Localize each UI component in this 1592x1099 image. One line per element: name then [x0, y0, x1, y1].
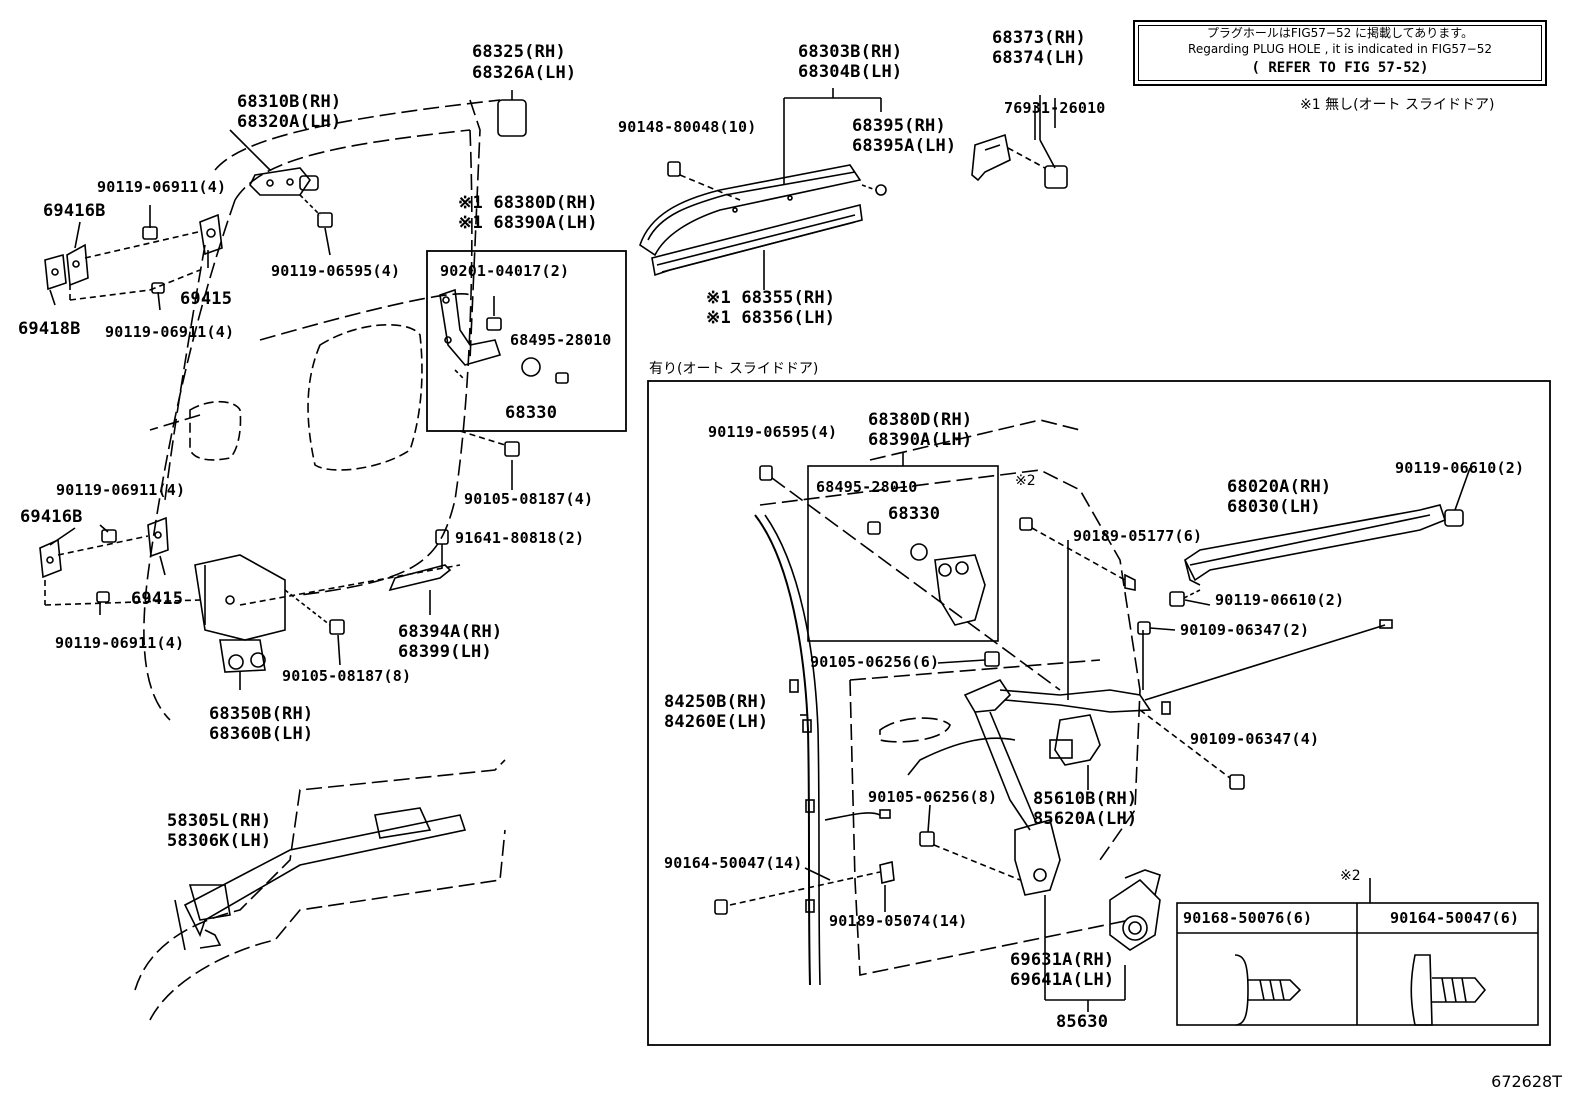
- label-68030[interactable]: 68030(LH): [1227, 497, 1321, 517]
- label-76931-26010[interactable]: 76931-26010: [1004, 99, 1106, 117]
- refer-note-english: Regarding PLUG HOLE , it is indicated in…: [1188, 42, 1492, 56]
- label-68390a-top[interactable]: ※1 68390A(LH): [458, 213, 598, 233]
- label-91641-80818[interactable]: 91641-80818(2): [455, 529, 585, 547]
- cable-68394: [388, 564, 452, 592]
- label-68310b[interactable]: 68310B(RH): [237, 92, 342, 112]
- motor-85630: [1044, 765, 1161, 1012]
- label-68355[interactable]: ※1 68355(RH): [706, 288, 836, 308]
- weatherstrip-84250: [754, 514, 821, 986]
- hinge-box-top: [426, 250, 627, 432]
- label-68395[interactable]: 68395(RH): [852, 116, 946, 136]
- label-58305l[interactable]: 58305L(RH): [167, 811, 272, 831]
- plate-69415-lower: [147, 516, 169, 558]
- hinge-plate-69415-upper: [44, 194, 333, 301]
- label-90119-06595-a[interactable]: 90119-06595(4): [271, 262, 401, 280]
- label-90105-08187-b[interactable]: 90105-08187(8): [282, 667, 412, 685]
- label-90109-06347-b[interactable]: 90109-06347(4): [1190, 730, 1320, 748]
- label-84250b[interactable]: 84250B(RH): [664, 692, 769, 712]
- label-90119-06610-b[interactable]: 90119-06610(2): [1215, 591, 1345, 609]
- label-69416b-b[interactable]: 69416B: [20, 507, 83, 527]
- rail-68020: [1169, 504, 1464, 607]
- label-68495-top[interactable]: 68495-28010: [510, 331, 612, 349]
- label-85630[interactable]: 85630: [1056, 1012, 1109, 1032]
- hinge-68380-box: [867, 521, 986, 626]
- refer-note-link[interactable]: ( REFER TO FIG 57-52): [1251, 60, 1429, 76]
- label-68326a[interactable]: 68326A(LH): [472, 63, 577, 83]
- bolt-90105: [504, 441, 520, 457]
- label-90164-50047[interactable]: 90164-50047(14): [664, 854, 803, 872]
- label-68304b[interactable]: 68304B(LH): [798, 62, 903, 82]
- refer-note-japanese: プラグホールはFIG57−52 に掲載してあります。: [1206, 26, 1474, 40]
- auto-slide-door-box: [647, 380, 1551, 1046]
- label-90189-05177[interactable]: 90189-05177(6): [1073, 527, 1203, 545]
- screw-table: [1176, 902, 1539, 1026]
- label-69631a[interactable]: 69631A(RH): [1010, 950, 1115, 970]
- label-68395a[interactable]: 68395A(LH): [852, 136, 957, 156]
- label-68380d-top[interactable]: ※1 68380D(RH): [458, 193, 598, 213]
- lower-hinge-group: [39, 516, 461, 690]
- upper-rail-68303: [639, 88, 887, 290]
- label-68380d-box[interactable]: 68380D(RH): [868, 410, 973, 430]
- lower-rail-58305: [134, 759, 506, 1021]
- label-90119-06610-a[interactable]: 90119-06610(2): [1395, 459, 1525, 477]
- label-69415-a[interactable]: 69415: [180, 289, 233, 309]
- label-68394a[interactable]: 68394A(RH): [398, 622, 503, 642]
- label-68325[interactable]: 68325(RH): [472, 42, 566, 62]
- label-68320a[interactable]: 68320A(LH): [237, 112, 342, 132]
- label-90119-06911-a[interactable]: 90119-06911(4): [97, 178, 227, 196]
- label-90164-50047-table[interactable]: 90164-50047(6): [1390, 909, 1520, 927]
- label-68390a-box[interactable]: 68390A(LH): [868, 430, 973, 450]
- refer-note-inner-border: [1138, 25, 1542, 81]
- label-90105-08187-a[interactable]: 90105-08187(4): [464, 490, 594, 508]
- label-68020a[interactable]: 68020A(RH): [1227, 477, 1332, 497]
- door-rear-edge: [469, 99, 481, 361]
- label-68356[interactable]: ※1 68356(LH): [706, 308, 836, 328]
- plate-69416B-lower: [39, 538, 62, 579]
- label-90109-06347-a[interactable]: 90109-06347(2): [1180, 621, 1310, 639]
- label-84260e[interactable]: 84260E(LH): [664, 712, 769, 732]
- label-68374[interactable]: 68374(LH): [992, 48, 1086, 68]
- stopper-68325: [497, 99, 527, 137]
- label-90119-06595-b[interactable]: 90119-06595(4): [708, 423, 838, 441]
- label-68495-box[interactable]: 68495-28010: [816, 478, 918, 496]
- label-90189-05074[interactable]: 90189-05074(14): [829, 912, 968, 930]
- label-68350b[interactable]: 68350B(RH): [209, 704, 314, 724]
- label-68303b[interactable]: 68303B(RH): [798, 42, 903, 62]
- label-69418b[interactable]: 69418B: [18, 319, 81, 339]
- label-90119-06911-b[interactable]: 90119-06911(4): [105, 323, 235, 341]
- label-68330-top[interactable]: 68330: [505, 403, 558, 423]
- plate-69418B: [44, 253, 67, 291]
- hinge-68380-top: [439, 288, 569, 384]
- label-90168-50076-table[interactable]: 90168-50076(6): [1183, 909, 1313, 927]
- label-58306k[interactable]: 58306K(LH): [167, 831, 272, 851]
- right-door-outline: [759, 419, 1141, 976]
- label-85610b[interactable]: 85610B(RH): [1033, 789, 1138, 809]
- mark-2-b: ※2: [1340, 868, 1361, 884]
- bracket-68373: [971, 95, 1068, 189]
- label-90119-06911-c[interactable]: 90119-06911(4): [56, 481, 186, 499]
- section-title-auto-slide: 有り(オート スライドドア): [649, 361, 819, 377]
- refer-note-box: プラグホールはFIG57−52 に掲載してあります。 Regarding PLU…: [1133, 20, 1547, 86]
- label-69415-b[interactable]: 69415: [131, 589, 184, 609]
- plate-69416B-upper: [66, 243, 89, 287]
- label-90148-80048[interactable]: 90148-80048(10): [618, 118, 757, 136]
- label-68330-box[interactable]: 68330: [888, 504, 941, 524]
- label-68360b[interactable]: 68360B(LH): [209, 724, 314, 744]
- label-85620a[interactable]: 85620A(LH): [1033, 809, 1138, 829]
- label-69641a[interactable]: 69641A(LH): [1010, 970, 1115, 990]
- illustration-id: 672628T: [1491, 1072, 1562, 1091]
- label-90119-06911-d[interactable]: 90119-06911(4): [55, 634, 185, 652]
- label-90201-04017[interactable]: 90201-04017(2): [440, 262, 570, 280]
- label-90105-06256-b[interactable]: 90105-06256(8): [868, 788, 998, 806]
- label-90105-06256-a[interactable]: 90105-06256(6): [810, 653, 940, 671]
- mark-2-a: ※2: [1015, 473, 1036, 489]
- label-68399[interactable]: 68399(LH): [398, 642, 492, 662]
- label-69416b-a[interactable]: 69416B: [43, 201, 106, 221]
- regulator-85610: [714, 619, 1393, 915]
- label-68373[interactable]: 68373(RH): [992, 28, 1086, 48]
- left-door-outline: [143, 99, 501, 721]
- remark-1: ※1 無し(オート スライドドア): [1300, 97, 1495, 113]
